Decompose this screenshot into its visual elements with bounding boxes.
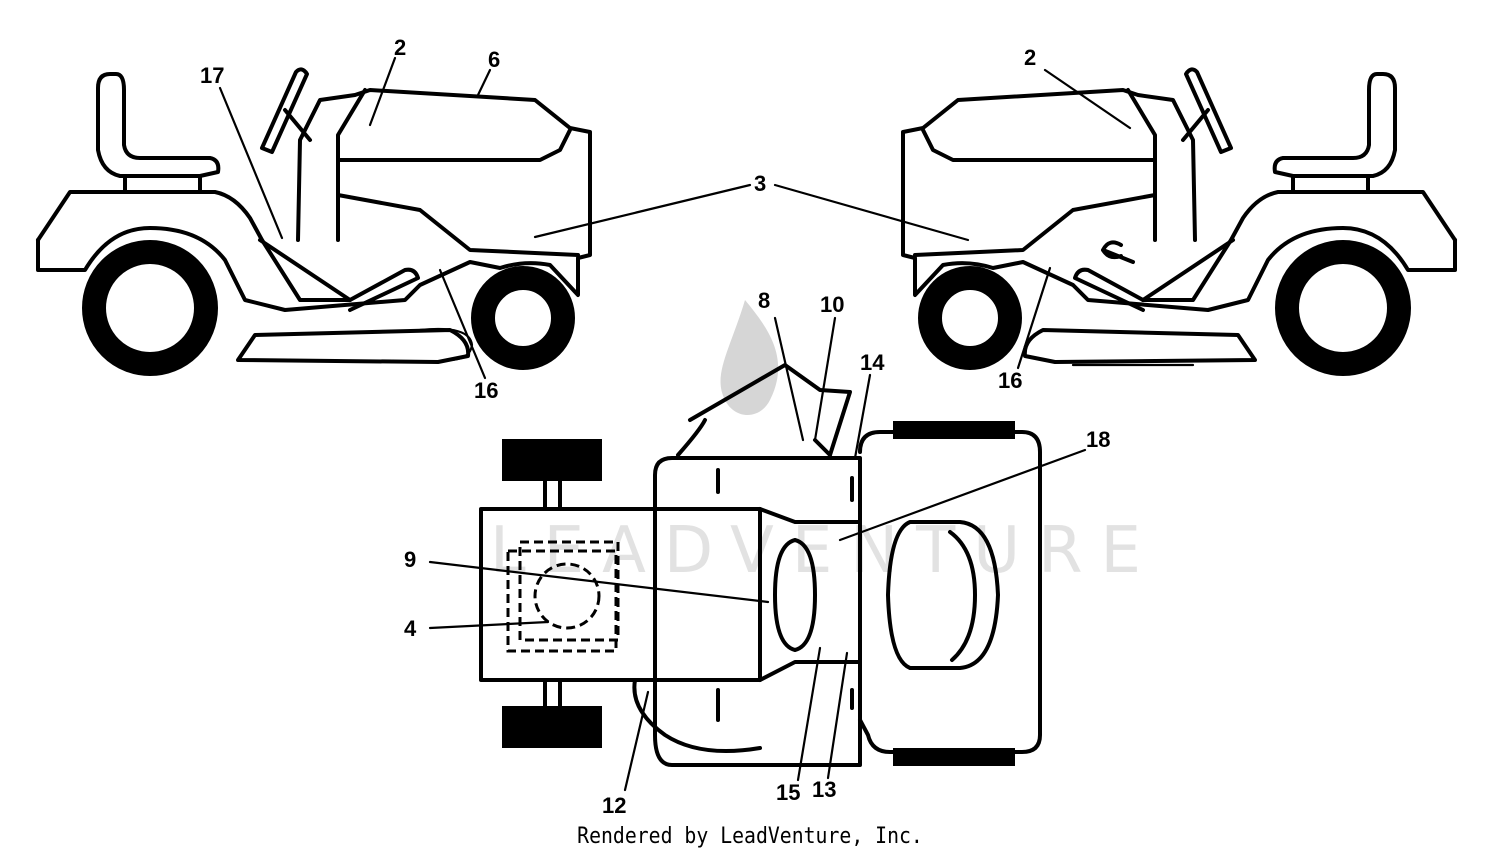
callout-left-16: 16 — [474, 378, 498, 403]
leader-lines — [218, 56, 1132, 792]
left-hood — [336, 88, 580, 257]
left-deck — [236, 328, 471, 364]
left-seat-back — [96, 72, 221, 178]
flame-logo-icon — [720, 300, 779, 415]
top-dash-marks — [716, 468, 854, 722]
top-hood — [858, 430, 1042, 754]
right-side-tractor — [901, 67, 1457, 376]
render-credit: Rendered by LeadVenture, Inc. — [577, 824, 923, 849]
top-grille — [886, 520, 1000, 670]
callout-right-2: 2 — [1024, 45, 1036, 70]
callout-labels: 2 6 17 3 16 2 16 8 10 14 18 9 4 12 15 13 — [200, 35, 1110, 818]
top-dashed-decal-inner — [518, 540, 620, 642]
callout-left-2: 2 — [394, 35, 406, 60]
top-rear-tire-upper — [502, 439, 602, 481]
left-steering — [260, 67, 312, 154]
top-deck-arc — [632, 678, 762, 753]
callout-12: 12 — [602, 793, 626, 818]
callout-18: 18 — [1086, 427, 1110, 452]
left-seat-base — [123, 174, 202, 194]
callout-right-16: 16 — [998, 368, 1022, 393]
top-discharge-chute — [676, 363, 852, 457]
left-body-outline — [36, 88, 592, 312]
top-steering-ellipse — [773, 538, 817, 652]
callout-8: 8 — [758, 288, 770, 313]
top-fender-body — [653, 456, 862, 767]
callout-left-6: 6 — [488, 47, 500, 72]
left-rear-wheel — [82, 240, 218, 376]
left-front-wheel — [471, 266, 575, 370]
callout-left-17: 17 — [200, 63, 224, 88]
callout-15: 15 — [776, 780, 800, 805]
top-rear-tire-lower — [502, 706, 602, 748]
left-side-tractor — [36, 67, 592, 376]
top-seat-neck — [758, 507, 862, 682]
callout-13: 13 — [812, 777, 836, 802]
left-fender — [36, 190, 352, 302]
callout-4: 4 — [404, 616, 417, 641]
top-dashed-decal-circle — [533, 562, 601, 630]
top-axle — [543, 479, 562, 708]
callout-9: 9 — [404, 547, 416, 572]
callout-14: 14 — [860, 350, 885, 375]
callout-3: 3 — [754, 171, 766, 196]
left-pedal — [348, 267, 420, 312]
watermark-text: LEADVENTURE — [490, 514, 1159, 588]
top-dashed-decal-rect — [506, 549, 618, 653]
top-view-tractor — [479, 363, 1042, 767]
callout-10: 10 — [820, 292, 844, 317]
